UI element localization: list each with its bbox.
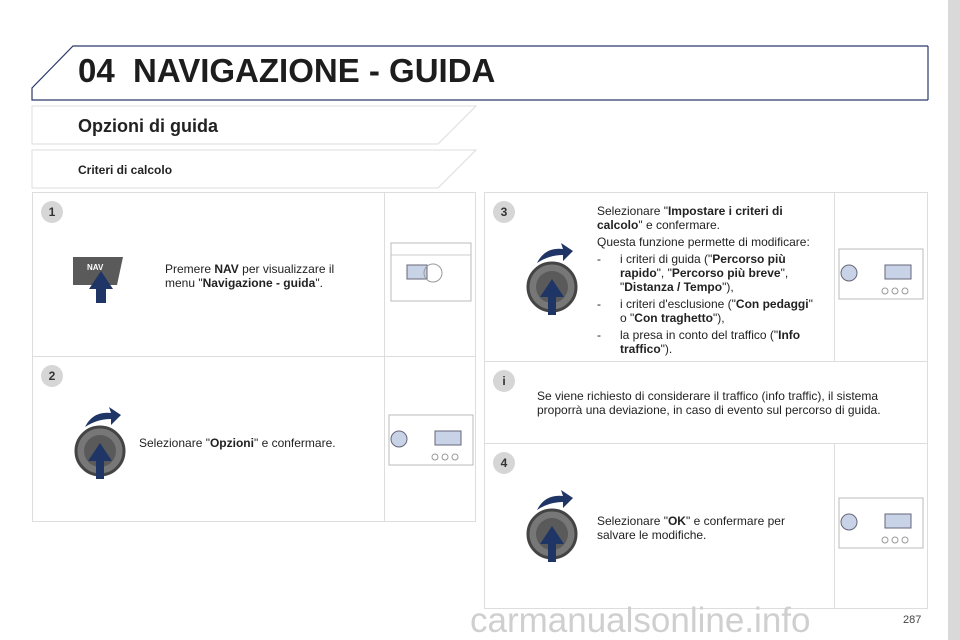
dashboard-image bbox=[384, 193, 477, 356]
page-edge-tab bbox=[948, 0, 960, 640]
section-subtitle: Criteri di calcolo bbox=[78, 163, 173, 177]
list-item: i criteri di guida ("Percorso più rapido… bbox=[597, 252, 819, 294]
step-2-panel: 2 Selezionare "Opzioni" e confermare. bbox=[32, 356, 476, 522]
list-item: la presa in conto del traffico ("Info tr… bbox=[597, 328, 819, 356]
page-number: 287 bbox=[903, 614, 922, 626]
rotary-knob-icon bbox=[74, 407, 126, 479]
step-badge: 1 bbox=[41, 201, 63, 223]
step-3-panel: 3 Selezionare "Impostare i criteri di ca… bbox=[484, 192, 928, 362]
info-text: Se viene richiesto di considerare il tra… bbox=[537, 389, 881, 417]
step-1-text: Premere NAV per visualizzare il menu "Na… bbox=[165, 262, 335, 290]
step-1-panel: 1 NAV Premere NAV per visualizzare il me… bbox=[32, 192, 476, 357]
info-panel: i Se viene richiesto di considerare il t… bbox=[484, 361, 928, 444]
step-4-text: Selezionare "OK" e confermare per salvar… bbox=[597, 514, 785, 542]
nav-label: NAV bbox=[87, 263, 104, 272]
list-item: i criteri d'esclusione ("Con pedaggi" o … bbox=[597, 297, 819, 325]
step-3-text: Selezionare "Impostare i criteri di calc… bbox=[597, 204, 819, 359]
step-4-panel: 4 Selezionare "OK" e confermare per salv… bbox=[484, 443, 928, 609]
section-frames bbox=[31, 105, 478, 189]
dashboard-image bbox=[384, 357, 477, 521]
rotary-knob-icon bbox=[526, 243, 578, 315]
page-title: NAVIGAZIONE - GUIDA bbox=[133, 52, 496, 89]
info-icon: i bbox=[493, 370, 515, 392]
watermark: carmanualsonline.info bbox=[470, 601, 811, 640]
dashboard-image bbox=[834, 444, 929, 608]
step-badge: 2 bbox=[41, 365, 63, 387]
step-badge: 3 bbox=[493, 201, 515, 223]
nav-button-icon: NAV bbox=[73, 255, 133, 310]
section-title: Opzioni di guida bbox=[78, 116, 218, 136]
header-frame bbox=[31, 45, 929, 101]
dashboard-image bbox=[834, 193, 929, 361]
step-2-text: Selezionare "Opzioni" e confermare. bbox=[139, 436, 336, 450]
rotary-knob-icon bbox=[526, 490, 578, 562]
step-badge: 4 bbox=[493, 452, 515, 474]
chapter-number: 04 bbox=[78, 52, 115, 89]
